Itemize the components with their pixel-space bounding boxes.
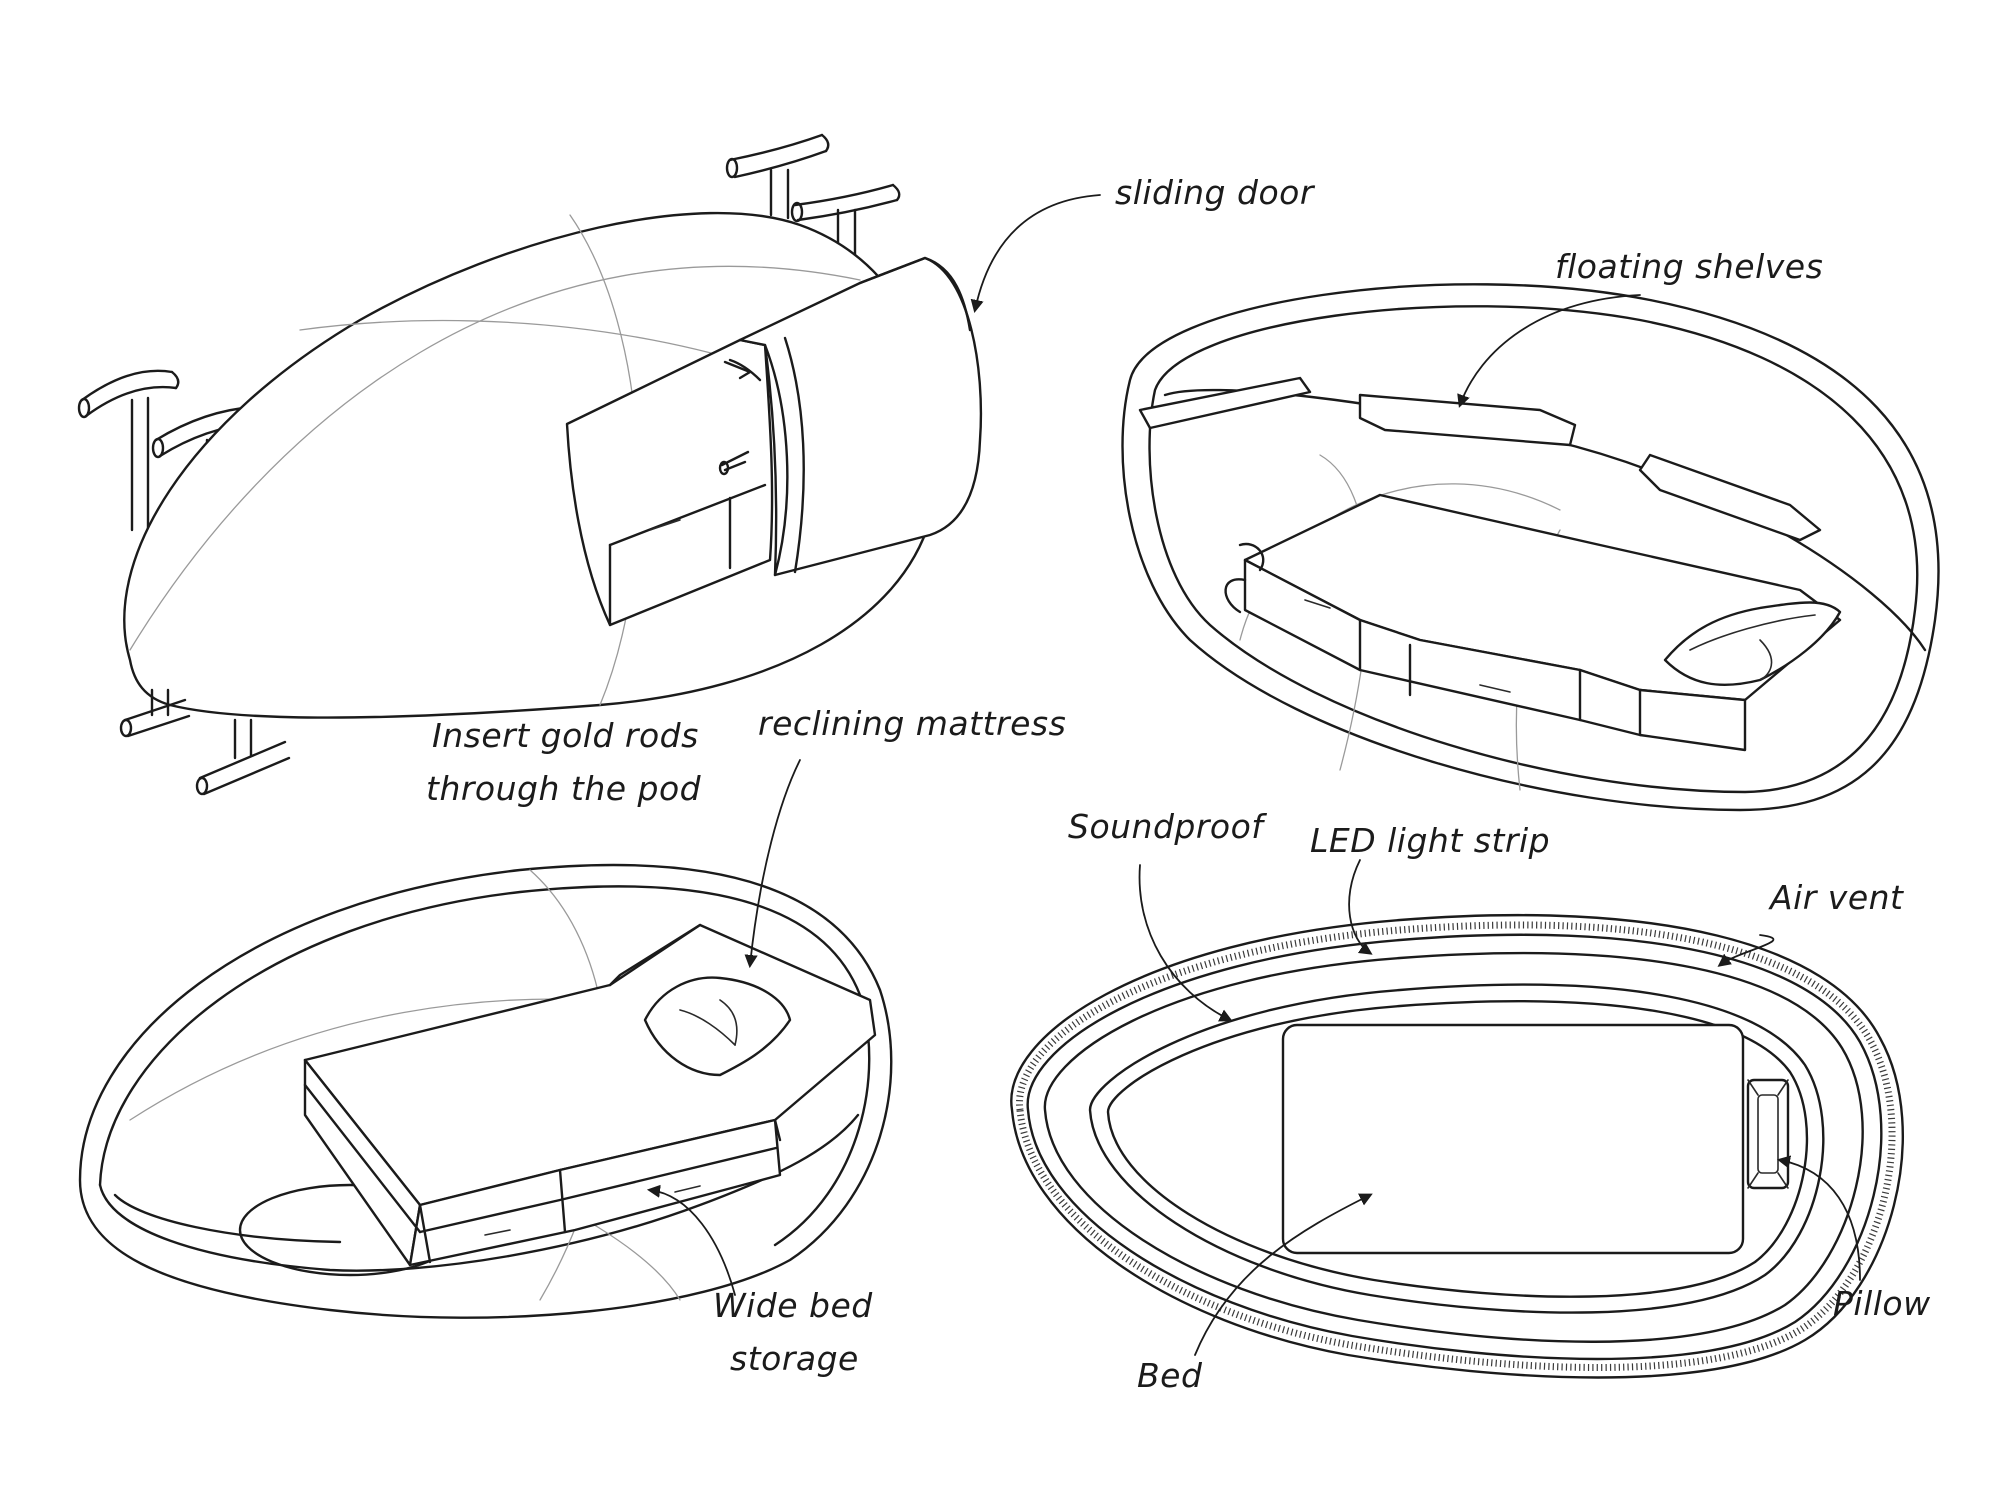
reclining-mattress-leader: [750, 759, 801, 965]
soundproof-leader: [1138, 864, 1230, 1020]
floating-shelf: [1638, 453, 1822, 542]
floating-shelf: [1138, 376, 1312, 430]
gold-rod: [119, 688, 191, 738]
gold-rod: [77, 369, 180, 532]
gold-rods-label-line1: Insert gold rods: [432, 716, 699, 755]
air-vent-leader: [1720, 934, 1775, 965]
floating-shelves-label: floating shelves: [1555, 247, 1824, 286]
led-light-strip-label: LED light strip: [1310, 821, 1551, 860]
reclining-mattress-label: reclining mattress: [758, 704, 1067, 743]
led-light-strip-leader: [1348, 859, 1370, 953]
soundproof-label: Soundproof: [1068, 807, 1264, 846]
open-pod-view-right: [1121, 283, 1940, 812]
gold-rod: [195, 718, 291, 796]
pillow: [643, 976, 792, 1077]
gold-rods-label-line2: through the pod: [426, 769, 702, 808]
bed: [1281, 1023, 1745, 1255]
pillow: [1663, 601, 1842, 686]
wide-bed-storage-label-line2: storage: [730, 1339, 859, 1378]
bed-label: Bed: [1137, 1356, 1203, 1395]
gold-rod: [725, 133, 830, 220]
bed: [303, 923, 877, 1267]
sliding-door-leader: [975, 194, 1101, 310]
wide-bed-storage-leader: [650, 1190, 736, 1296]
pillow-leader: [1780, 1160, 1861, 1281]
top-view-pod: [1010, 913, 1904, 1379]
open-pod-view-left: [78, 863, 893, 1319]
wide-bed-storage-label-line1: Wide bed: [713, 1286, 873, 1325]
pillow-label: Pillow: [1833, 1284, 1931, 1323]
floating-shelves-leader: [1460, 294, 1641, 405]
exterior-pod-view: [77, 133, 983, 796]
sliding-door-label: sliding door: [1115, 173, 1314, 212]
floating-shelf: [1358, 393, 1577, 447]
bed: [1224, 493, 1842, 752]
air-vent-label: Air vent: [1770, 878, 1904, 917]
pillow: [1746, 1078, 1790, 1190]
bed-leader: [1194, 1195, 1370, 1356]
led-light-strip: [1088, 983, 1825, 1314]
